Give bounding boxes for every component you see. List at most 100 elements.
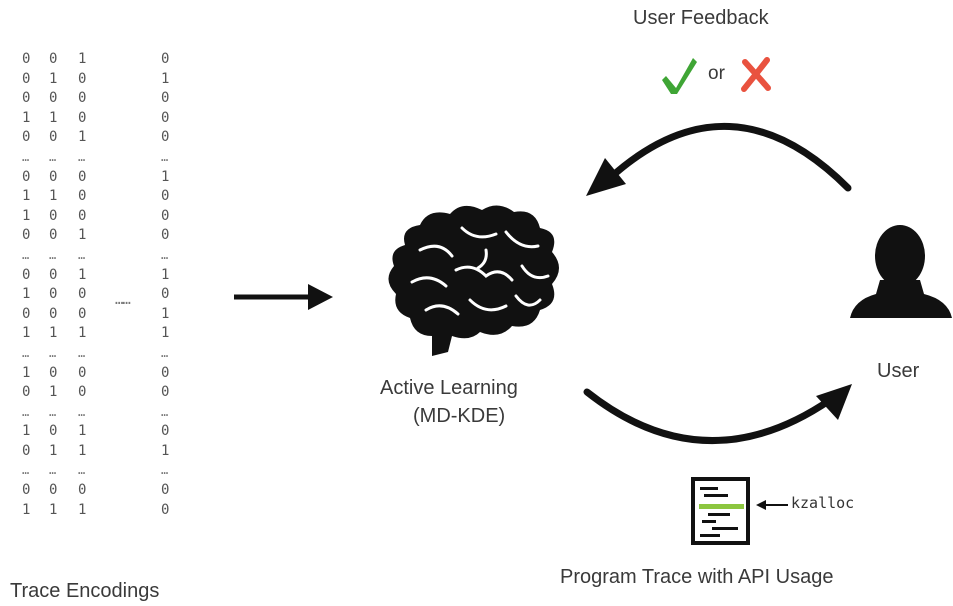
matrix-cell: 1: [78, 227, 87, 244]
matrix-cell: 1: [49, 501, 58, 518]
matrix-cell: 1: [78, 266, 87, 283]
matrix-cell: 0: [49, 129, 58, 146]
matrix-cell: 0: [78, 286, 87, 303]
matrix-cell: 0: [22, 70, 31, 87]
matrix-cell: 1: [49, 325, 58, 342]
matrix-cell: 0: [78, 305, 87, 322]
matrix-cell: 0: [22, 442, 31, 459]
matrix-cell: …: [78, 247, 85, 262]
matrix-cell: 0: [161, 90, 170, 107]
matrix-cell: …: [22, 463, 29, 478]
matrix-cell: 0: [161, 482, 170, 499]
matrix-row: 0 1 1 1: [22, 442, 182, 462]
matrix-cell: 1: [161, 305, 170, 322]
matrix-row: …………: [22, 344, 182, 364]
matrix-cell: …: [22, 404, 29, 419]
matrix-cell: 1: [49, 442, 58, 459]
matrix-cell: …: [49, 404, 56, 419]
matrix-cell: 1: [161, 325, 170, 342]
user-to-brain-feedback-arrow: [586, 123, 852, 196]
matrix-cell: 1: [161, 442, 170, 459]
matrix-cell: …: [22, 149, 29, 164]
matrix-cell: 0: [49, 286, 58, 303]
matrix-cell: 0: [49, 423, 58, 440]
matrix-cell: …: [78, 404, 85, 419]
brain-to-user-query-arrow: [583, 384, 852, 445]
matrix-cell: 0: [22, 129, 31, 146]
matrix-cell: …: [49, 345, 56, 360]
matrix-row: 0 0 0 0: [22, 89, 182, 109]
program-trace-label: Program Trace with API Usage: [560, 566, 834, 588]
matrix-cell: 1: [78, 423, 87, 440]
matrix-cell: 1: [78, 51, 87, 67]
matrix-cell: 1: [78, 501, 87, 518]
matrix-cell: …: [161, 345, 168, 360]
matrix-cell: …: [22, 345, 29, 360]
matrix-row: … … … …: [22, 403, 182, 423]
matrix-cell: 1: [49, 109, 58, 126]
matrix-cell: 1: [78, 442, 87, 459]
matrix-cell: 0: [78, 384, 87, 401]
matrix-cell: 0: [49, 266, 58, 283]
matrix-cell: 1: [22, 364, 31, 381]
matrix-cell: 1: [49, 384, 58, 401]
matrix-to-brain-arrow: [234, 284, 333, 310]
matrix-cell: 0: [78, 364, 87, 381]
matrix-cell: 1: [49, 70, 58, 87]
matrix-cell: 1: [22, 109, 31, 126]
matrix-cell: 0: [49, 227, 58, 244]
trace-encodings-label: Trace Encodings: [10, 580, 160, 602]
matrix-cell: 0: [161, 188, 170, 205]
matrix-cell: 0: [22, 227, 31, 244]
matrix-cell: 0: [49, 51, 58, 67]
matrix-cell: 0: [78, 207, 87, 224]
matrix-cell: 0: [49, 90, 58, 107]
matrix-cell: 0: [22, 384, 31, 401]
matrix-cell: 1: [22, 423, 31, 440]
matrix-cell: 0: [22, 90, 31, 107]
matrix-cell: …: [49, 149, 56, 164]
matrix-cell: 0: [49, 482, 58, 499]
matrix-cell: 0: [78, 168, 87, 185]
matrix-cell: 0: [78, 90, 87, 107]
matrix-row: … … … …: [22, 148, 182, 168]
matrix-cell: …: [49, 463, 56, 478]
matrix-row: 1 1 0 0: [22, 187, 182, 207]
matrix-cell: 0: [49, 207, 58, 224]
matrix-cell: 0: [78, 109, 87, 126]
matrix-cell: 0: [161, 501, 170, 518]
matrix-row: …………: [22, 461, 182, 481]
matrix-cell: 0: [49, 168, 58, 185]
md-kde-label: (MD-KDE): [413, 405, 506, 427]
matrix-cell: 1: [22, 325, 31, 342]
matrix-cell: …: [161, 404, 168, 419]
matrix-cell: 0: [78, 482, 87, 499]
matrix-cell: 0: [78, 70, 87, 87]
or-label: or: [708, 63, 725, 84]
matrix-cell: …: [78, 149, 85, 164]
matrix-cell: 0: [161, 286, 170, 303]
matrix-cell: 0: [22, 305, 31, 322]
column-ellipsis: ……: [115, 292, 131, 308]
matrix-cell: …: [161, 149, 168, 164]
matrix-cell: 0: [78, 188, 87, 205]
matrix-cell: 1: [49, 188, 58, 205]
matrix-cell: 1: [22, 188, 31, 205]
matrix-cell: 1: [78, 129, 87, 146]
matrix-cell: 1: [161, 266, 170, 283]
matrix-cell: …: [161, 247, 168, 262]
matrix-cell: 1: [22, 207, 31, 224]
